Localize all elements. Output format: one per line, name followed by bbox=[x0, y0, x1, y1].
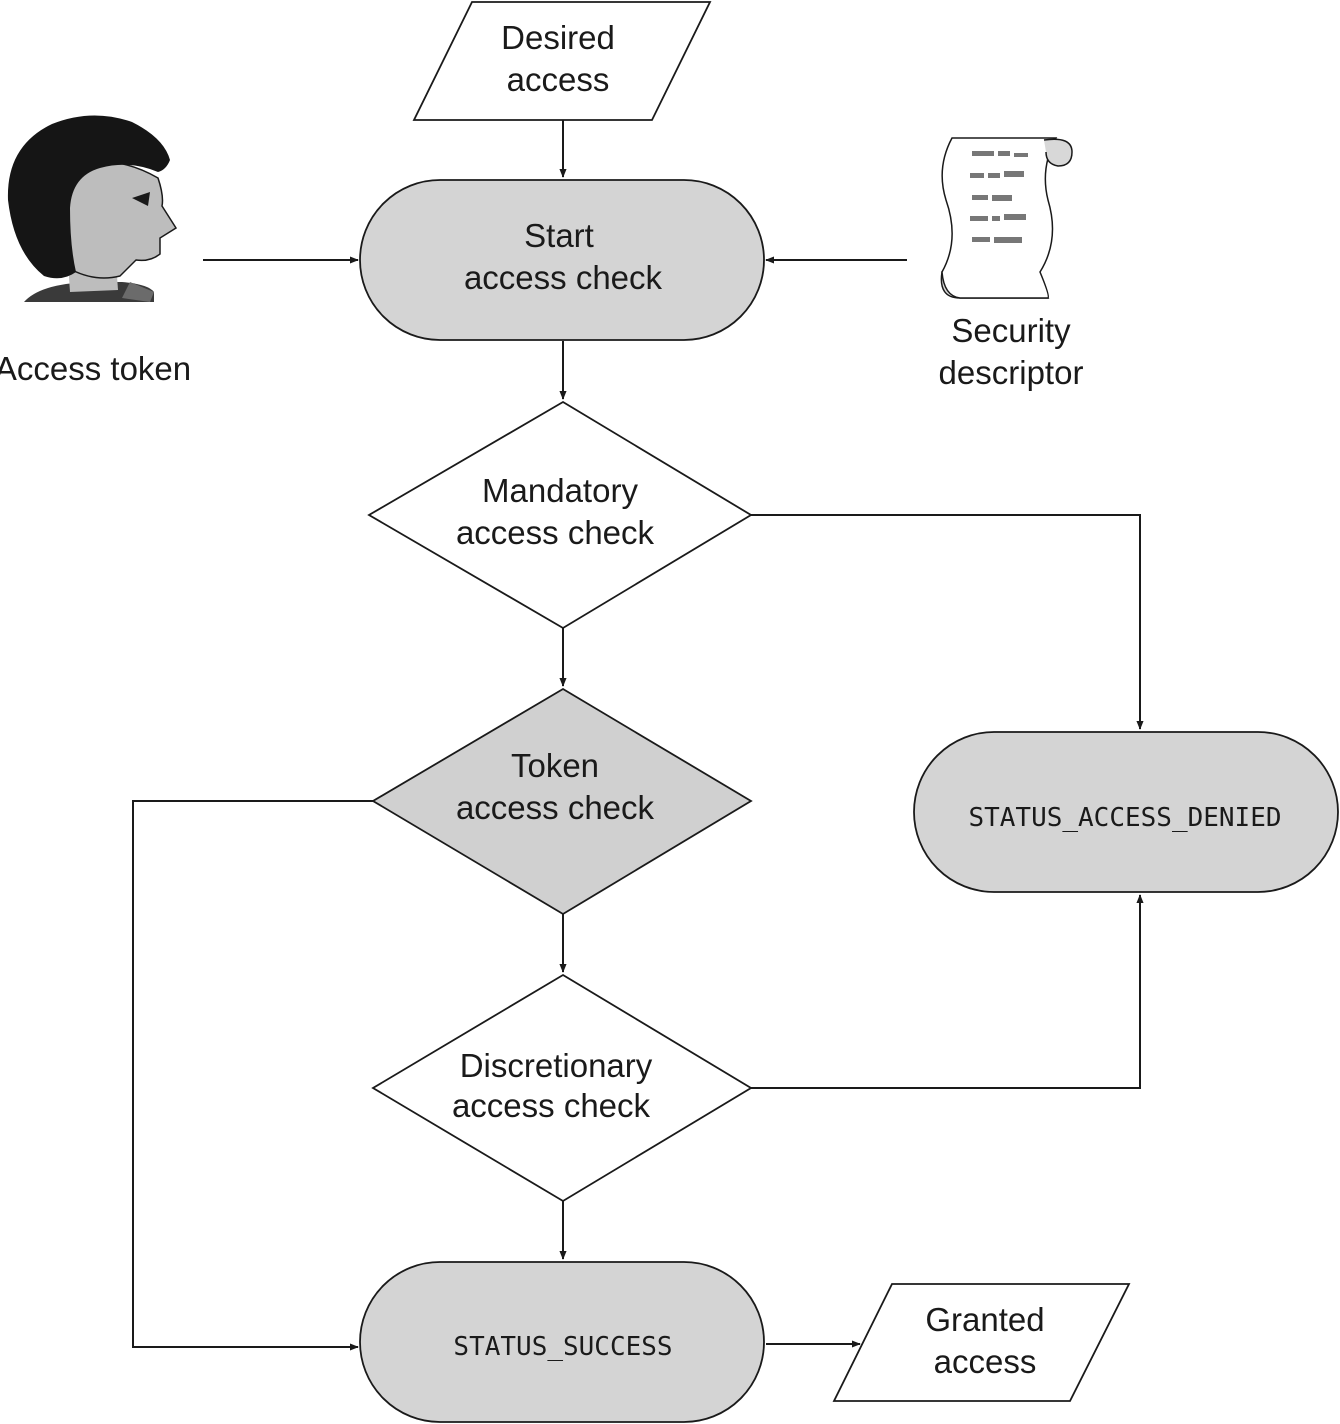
token-access-check-line1: Token bbox=[511, 747, 599, 784]
token-access-check-shape bbox=[371, 687, 753, 916]
discretionary-access-check-line1: Discretionary bbox=[460, 1047, 653, 1084]
desired-access-line2: access bbox=[507, 61, 610, 98]
edge-discretionary-to-denied bbox=[751, 894, 1144, 1089]
desired-access-line1: Desired bbox=[501, 19, 615, 56]
access-token-label: Access token bbox=[0, 350, 191, 387]
success-node: STATUS_SUCCESS bbox=[359, 1261, 765, 1423]
token-access-check-node: Token access check bbox=[371, 687, 753, 916]
edge-mandatory-to-denied bbox=[751, 514, 1144, 730]
mandatory-access-check-line2: access check bbox=[456, 514, 655, 551]
mandatory-access-check-shape bbox=[367, 400, 753, 630]
desired-access-shape bbox=[412, 1, 712, 121]
granted-access-node: Granted access bbox=[832, 1283, 1131, 1402]
start-access-check-node: Start access check bbox=[359, 179, 765, 341]
access-denied-label: STATUS_ACCESS_DENIED bbox=[968, 803, 1281, 833]
discretionary-access-check-node: Discretionary access check bbox=[371, 973, 753, 1203]
discretionary-access-check-line2: access check bbox=[452, 1087, 651, 1124]
document-scroll-icon bbox=[940, 137, 1073, 299]
granted-access-line1: Granted bbox=[925, 1301, 1044, 1338]
success-label: STATUS_SUCCESS bbox=[453, 1332, 672, 1362]
access-token-node: Access token bbox=[0, 115, 191, 387]
token-access-check-line2: access check bbox=[456, 789, 655, 826]
security-descriptor-line2: descriptor bbox=[939, 354, 1084, 391]
success-shape bbox=[359, 1261, 765, 1423]
person-head-icon bbox=[7, 115, 178, 302]
start-access-check-line2: access check bbox=[464, 259, 663, 296]
desired-access-node: Desired access bbox=[412, 1, 712, 121]
edges bbox=[132, 120, 1144, 1351]
security-descriptor-node: Security descriptor bbox=[939, 137, 1084, 391]
edge-tokencheck-to-success bbox=[132, 800, 373, 1351]
mandatory-access-check-line1: Mandatory bbox=[482, 472, 638, 509]
start-access-check-shape bbox=[359, 179, 765, 341]
access-denied-shape bbox=[913, 731, 1339, 893]
mandatory-access-check-node: Mandatory access check bbox=[367, 400, 753, 630]
granted-access-shape bbox=[832, 1283, 1131, 1402]
granted-access-line2: access bbox=[934, 1343, 1037, 1380]
start-access-check-line1: Start bbox=[524, 217, 594, 254]
security-descriptor-line1: Security bbox=[951, 312, 1071, 349]
discretionary-access-check-shape bbox=[371, 973, 753, 1203]
access-denied-node: STATUS_ACCESS_DENIED bbox=[913, 731, 1339, 893]
